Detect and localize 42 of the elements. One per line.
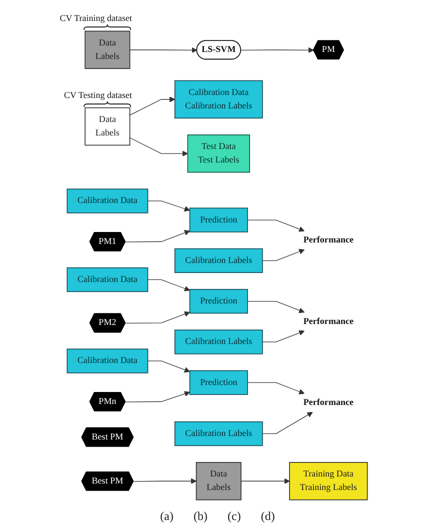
arrow [262, 330, 305, 342]
node-box: Prediction [190, 208, 248, 232]
node-box: Calibration Data [67, 267, 148, 292]
arrow [130, 137, 188, 156]
arrow [148, 279, 190, 292]
node-text: Performance [304, 236, 354, 246]
arrow [130, 96, 176, 116]
arrow [240, 47, 314, 53]
arrow [247, 300, 305, 314]
arrow [130, 47, 198, 53]
arrow [134, 478, 197, 484]
node-box: Calibration Data [67, 188, 148, 214]
arrow [125, 391, 190, 402]
arrow [262, 248, 305, 261]
panel-label: (c) [228, 509, 241, 523]
node-box: Data Labels [84, 107, 130, 146]
arrow [247, 382, 305, 394]
node-text: Performance [304, 316, 354, 326]
arrow [148, 200, 190, 212]
node-box: Prediction [190, 370, 248, 395]
panel-label: (a) [160, 509, 174, 523]
arrow [247, 220, 305, 232]
panel-label: (b) [194, 509, 208, 523]
arrow [148, 360, 190, 373]
dataset-heading: CV Training dataset [60, 14, 132, 24]
node-box: Training Data Training Labels [289, 462, 368, 500]
node-box: Data Labels [84, 30, 130, 69]
node-box: Test Data Test Labels [188, 134, 250, 173]
node-box: Data Labels [196, 462, 242, 500]
node-box: Calibration Labels [174, 330, 264, 354]
arrow [125, 311, 190, 324]
node-box: Prediction [190, 288, 248, 314]
node-text: Performance [304, 398, 354, 408]
node-box: Calibration Data Calibration Labels [174, 80, 264, 118]
arrow [262, 412, 314, 434]
node-box: Calibration Data [67, 348, 148, 374]
dataset-heading: CV Testing dataset [64, 90, 132, 101]
node-box: Calibration Labels [174, 421, 264, 446]
panel-label: (d) [260, 509, 275, 523]
arrow [125, 230, 190, 242]
arrow [240, 478, 290, 484]
node-box: Calibration Labels [174, 248, 264, 274]
